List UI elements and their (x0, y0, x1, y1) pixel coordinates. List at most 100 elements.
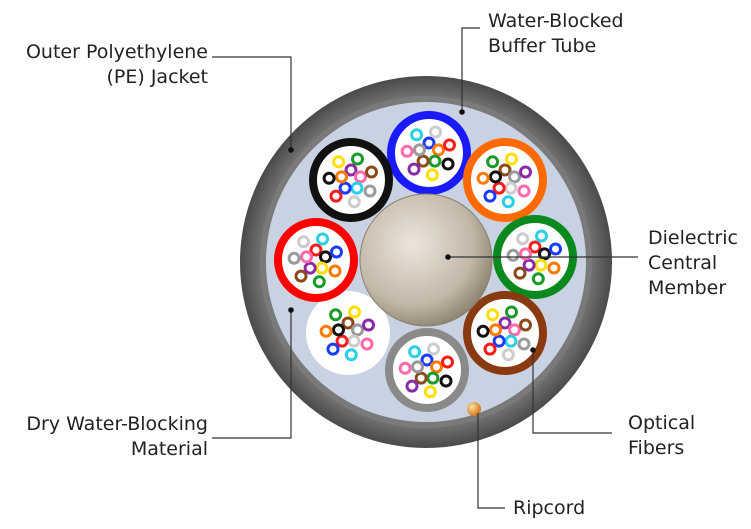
optical-fiber (508, 323, 521, 337)
label-outer-pe-jacket: Outer Polyethylene (PE) Jacket (26, 40, 208, 90)
optical-fiber (501, 195, 515, 209)
buffer-tube (274, 218, 358, 302)
optical-fiber (531, 272, 545, 286)
ripcord (467, 402, 481, 416)
leader-dots (288, 109, 536, 353)
optical-fiber (522, 258, 536, 272)
label-line: Outer Polyethylene (25, 41, 208, 63)
optical-fiber (362, 318, 375, 332)
optical-fiber (517, 184, 531, 198)
buffer-tube (309, 138, 393, 222)
optical-fiber (411, 360, 424, 374)
label-line: Dielectric (648, 227, 738, 249)
optical-fiber (528, 240, 542, 254)
buffer-tube (463, 138, 547, 222)
buffer-tube (387, 111, 471, 195)
optical-fiber (398, 361, 412, 375)
optical-fiber (348, 305, 361, 319)
optical-fiber (429, 125, 442, 139)
optical-fiber (483, 342, 497, 356)
buffer-tube (306, 291, 390, 375)
optical-fiber (319, 250, 332, 264)
optical-fiber (519, 165, 532, 179)
optical-fiber (506, 248, 520, 262)
optical-fiber (505, 152, 518, 166)
optical-fiber (432, 143, 445, 157)
dielectric-central-member (359, 193, 493, 327)
optical-fiber (505, 305, 518, 319)
label-dry-water-blocking-material: Dry Water-Blocking Material (26, 412, 208, 462)
optical-fiber (501, 348, 515, 362)
optical-fiber (476, 171, 490, 185)
buffer-tube (463, 291, 547, 375)
optical-fiber (430, 360, 443, 374)
optical-fiber (405, 379, 419, 393)
optical-fiber (498, 316, 512, 330)
optical-fiber (400, 144, 414, 158)
label-line: Material (130, 438, 208, 460)
optical-fiber (410, 128, 424, 142)
optical-fiber (300, 250, 313, 264)
optical-fiber (328, 264, 342, 278)
optical-fiber (329, 189, 343, 203)
optical-fiber (413, 143, 426, 157)
optical-fiber (360, 337, 374, 351)
optical-fiber (439, 374, 453, 388)
optical-fiber (425, 168, 439, 182)
optical-fiber (508, 170, 521, 184)
optical-fiber (294, 269, 308, 283)
optical-fiber (344, 348, 358, 362)
optical-fiber (365, 165, 378, 179)
label-line: Dry Water-Blocking (26, 413, 208, 435)
optical-fiber (492, 334, 506, 348)
optical-fiber (347, 334, 361, 348)
optical-fiber (422, 136, 436, 150)
optical-fiber (347, 195, 361, 209)
optical-fiber (489, 170, 502, 184)
leader-line-jacket (212, 56, 292, 150)
label-line: Ripcord (513, 497, 586, 519)
optical-fiber (332, 323, 345, 337)
optical-fiber (351, 152, 364, 166)
optical-fiber (344, 163, 358, 177)
label-line: Fibers (628, 437, 685, 459)
optical-fiber (322, 171, 336, 185)
leader-lines (212, 27, 638, 509)
buffer-tube (385, 328, 469, 412)
optical-fiber (335, 170, 348, 184)
optical-fiber (427, 342, 440, 356)
leader-line-water-blocking (212, 310, 292, 439)
optical-fiber (309, 243, 323, 257)
optical-fiber (287, 251, 301, 265)
leader-line-buffer-tube (461, 27, 480, 112)
optical-fiber (534, 258, 548, 272)
optical-fiber (326, 342, 340, 356)
label-water-blocked-buffer-tube: Water-Blocked Buffer Tube (488, 9, 624, 59)
optical-fiber (486, 308, 500, 322)
optical-fiber (335, 334, 349, 348)
optical-fiber (441, 355, 454, 369)
optical-fiber (408, 345, 422, 359)
optical-fiber (351, 323, 364, 337)
optical-fiber (489, 323, 502, 337)
label-line: (PE) Jacket (106, 66, 209, 88)
optical-fiber (423, 385, 437, 399)
label-line: Optical (628, 412, 696, 434)
optical-fiber (549, 242, 562, 256)
optical-fiber (332, 155, 346, 169)
optical-fiber (315, 261, 329, 275)
optical-fiber (407, 162, 421, 176)
optical-fiber (535, 229, 548, 243)
optical-fiber (513, 266, 527, 280)
optical-fiber (414, 371, 428, 385)
optical-fiber (350, 181, 364, 195)
optical-fiber (329, 308, 343, 322)
label-line: Member (648, 277, 727, 299)
optical-fiber (338, 181, 352, 195)
optical-fiber (441, 157, 455, 171)
optical-fiber (498, 163, 512, 177)
optical-fiber (420, 353, 434, 367)
optical-fiber (303, 261, 317, 275)
optical-fiber (319, 324, 333, 338)
